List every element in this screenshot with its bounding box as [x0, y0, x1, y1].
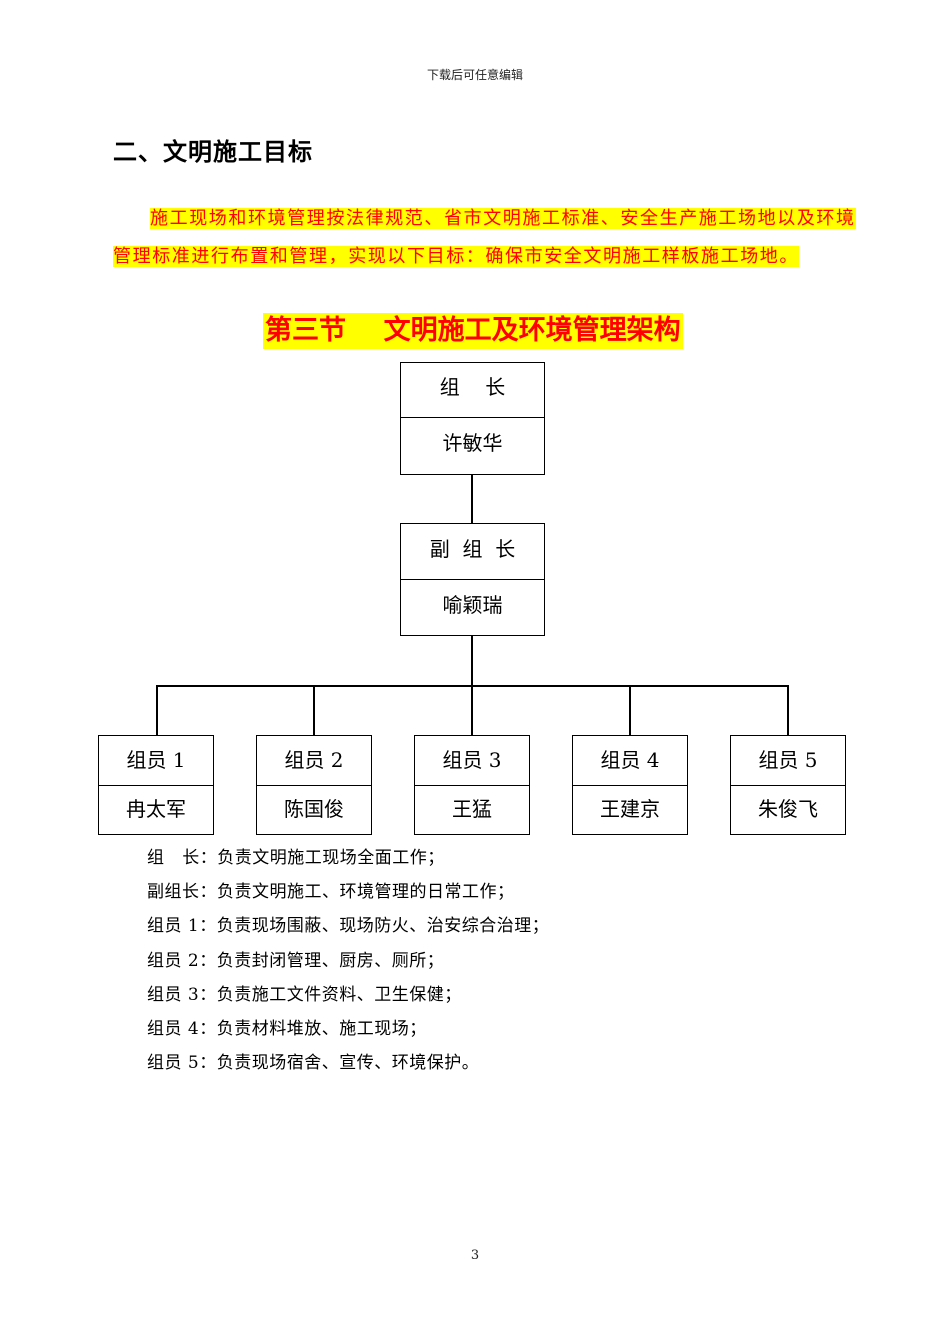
org-box-divider: [573, 785, 687, 786]
duty-item-member-3: 组员 3：负责施工文件资料、卫生保健；: [147, 985, 462, 1005]
org-role: 组员 2: [284, 748, 344, 772]
highlighted-text: 管理标准进行布置和管理，实现以下目标：确保市安全文明施工样板施工场地。: [113, 246, 799, 267]
org-role: 组员 1: [126, 748, 186, 772]
org-box-divider: [401, 417, 544, 418]
org-role: 组员 4: [600, 748, 660, 772]
connector-line: [629, 685, 631, 736]
connector-line: [471, 636, 473, 686]
org-role: 副 组 长: [429, 537, 516, 561]
connector-line: [787, 685, 789, 736]
goal-paragraph-line-1: 施工现场和环境管理按法律规范、省市文明施工标准、安全生产施工场地以及环境: [150, 207, 856, 231]
duty-item-deputy: 副组长：负责文明施工、环境管理的日常工作；: [147, 882, 515, 902]
org-name: 冉太军: [126, 797, 186, 821]
connector-line: [471, 685, 473, 736]
connector-line: [156, 685, 158, 736]
org-box-leader: 组 长 许敏华: [400, 362, 545, 475]
org-box-member-4: 组员 4 王建京: [572, 735, 688, 835]
highlighted-text: 施工现场和环境管理按法律规范、省市文明施工标准、安全生产施工场地以及环境: [150, 208, 856, 229]
org-name: 陈国俊: [284, 797, 344, 821]
org-role: 组 长: [439, 375, 506, 399]
org-name: 喻颖瑞: [442, 593, 503, 617]
section-heading: 二、文明施工目标: [113, 138, 313, 166]
org-box-divider: [401, 579, 544, 580]
chapter-title: 第三节 文明施工及环境管理架构: [263, 313, 683, 349]
duty-item-member-4: 组员 4：负责材料堆放、施工现场；: [147, 1019, 427, 1039]
duty-item-leader: 组 长：负责文明施工现场全面工作；: [147, 848, 445, 868]
connector-line: [471, 475, 473, 524]
org-role: 组员 3: [442, 748, 502, 772]
header-note: 下载后可任意编辑: [426, 68, 523, 82]
duty-item-member-1: 组员 1：负责现场围蔽、现场防火、治安综合治理；: [147, 916, 550, 936]
goal-paragraph-line-2: 管理标准进行布置和管理，实现以下目标：确保市安全文明施工样板施工场地。: [113, 245, 799, 269]
org-role: 组员 5: [758, 748, 818, 772]
org-name: 朱俊飞: [758, 797, 818, 821]
org-box-divider: [415, 785, 529, 786]
org-name: 王猛: [452, 797, 492, 821]
org-box-member-1: 组员 1 冉太军: [98, 735, 214, 835]
page-number: 3: [470, 1248, 480, 1263]
org-box-member-5: 组员 5 朱俊飞: [730, 735, 846, 835]
org-box-member-2: 组员 2 陈国俊: [256, 735, 372, 835]
duty-item-member-5: 组员 5：负责现场宿舍、宣传、环境保护。: [147, 1053, 480, 1073]
duty-item-member-2: 组员 2：负责封闭管理、厨房、厕所；: [147, 951, 445, 971]
org-name: 王建京: [600, 797, 660, 821]
org-box-member-3: 组员 3 王猛: [414, 735, 530, 835]
org-box-divider: [257, 785, 371, 786]
org-box-divider: [99, 785, 213, 786]
org-box-divider: [731, 785, 845, 786]
org-name: 许敏华: [442, 431, 503, 455]
connector-line: [313, 685, 315, 736]
connector-bus: [156, 685, 789, 687]
org-box-deputy: 副 组 长 喻颖瑞: [400, 523, 545, 636]
